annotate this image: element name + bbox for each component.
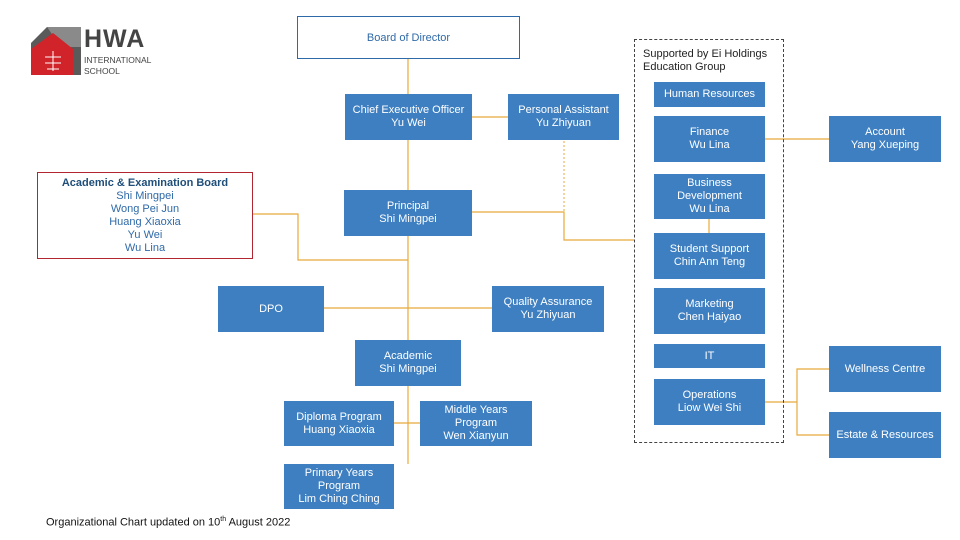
it-label: IT bbox=[704, 349, 715, 362]
exam-board-member: Yu Wei bbox=[127, 228, 163, 241]
principal-support-line bbox=[472, 211, 634, 241]
footer-note: Organizational Chart updated on 10th Aug… bbox=[46, 516, 290, 529]
principal-name: Shi Mingpei bbox=[379, 213, 437, 225]
marketing-name: Chen Haiyao bbox=[677, 311, 742, 323]
academic-box: Academic Shi Mingpei bbox=[355, 340, 461, 386]
pyp-title1: Primary Years bbox=[304, 467, 374, 479]
board-of-director-box: Board of Director bbox=[297, 16, 520, 59]
board-label: Board of Director bbox=[366, 31, 451, 44]
diploma-name: Huang Xiaoxia bbox=[303, 423, 375, 436]
exam-board-member: Wu Lina bbox=[124, 241, 166, 254]
academic-title: Academic bbox=[383, 350, 433, 362]
human-resources-box: Human Resources bbox=[654, 82, 765, 107]
dpo-box: DPO bbox=[218, 286, 324, 332]
ceo-title: Chief Executive Officer bbox=[352, 104, 465, 116]
student-support-name: Chin Ann Teng bbox=[673, 256, 746, 268]
logo-brand: HWA bbox=[84, 25, 146, 53]
personal-assistant-box: Personal Assistant Yu Zhiyuan bbox=[508, 94, 619, 140]
ceo-name: Yu Wei bbox=[391, 117, 426, 129]
it-box: IT bbox=[654, 344, 765, 368]
hr-label: Human Resources bbox=[663, 88, 756, 100]
principal-title: Principal bbox=[386, 200, 430, 212]
middle-years-program-box: Middle Years Program Wen Xianyun bbox=[420, 401, 532, 446]
dpo-label: DPO bbox=[259, 302, 283, 315]
support-group-title: Supported by Ei Holdings Education Group bbox=[643, 48, 767, 74]
qa-name: Yu Zhiyuan bbox=[520, 309, 576, 321]
finance-title: Finance bbox=[689, 126, 730, 138]
wellness-label: Wellness Centre bbox=[844, 362, 926, 375]
support-group-container bbox=[634, 39, 784, 443]
operations-name: Liow Wei Shi bbox=[677, 402, 742, 414]
exam-board-member: Huang Xiaoxia bbox=[109, 215, 181, 228]
pyp-title2: Program bbox=[317, 480, 361, 492]
wellness-centre-box: Wellness Centre bbox=[829, 346, 941, 392]
primary-years-program-box: Primary Years Program Lim Ching Ching bbox=[284, 464, 394, 509]
exam-board-box: Academic & Examination Board Shi Mingpei… bbox=[37, 172, 253, 259]
academic-name: Shi Mingpei bbox=[379, 363, 437, 375]
bizdev-name: Wu Lina bbox=[689, 203, 730, 215]
myp-title1: Middle Years bbox=[444, 404, 508, 416]
myp-name: Wen Xianyun bbox=[443, 430, 509, 442]
exam-board-title: Academic & Examination Board bbox=[61, 176, 229, 189]
student-support-box: Student Support Chin Ann Teng bbox=[654, 233, 765, 279]
estate-label: Estate & Resources bbox=[836, 428, 934, 441]
finance-box: Finance Wu Lina bbox=[654, 116, 765, 162]
operations-box: Operations Liow Wei Shi bbox=[654, 379, 765, 425]
account-title: Account bbox=[865, 126, 905, 138]
myp-title2: Program bbox=[454, 417, 498, 429]
account-box: Account Yang Xueping bbox=[829, 116, 941, 162]
quality-assurance-box: Quality Assurance Yu Zhiyuan bbox=[492, 286, 604, 332]
operations-branch-line bbox=[796, 368, 829, 436]
exam-board-member: Shi Mingpei bbox=[116, 189, 174, 202]
logo-line1: INTERNATIONAL bbox=[84, 55, 152, 65]
marketing-title: Marketing bbox=[685, 298, 734, 310]
qa-title: Quality Assurance bbox=[503, 296, 593, 308]
business-development-box: Business Development Wu Lina bbox=[654, 174, 765, 219]
footer-rest: August 2022 bbox=[226, 516, 291, 529]
footer-text: Organizational Chart updated on 10 bbox=[46, 516, 221, 529]
support-group-line1: Supported by Ei Holdings bbox=[643, 48, 768, 60]
student-support-title: Student Support bbox=[669, 243, 750, 255]
hwa-logo-icon bbox=[31, 27, 81, 75]
ceo-box: Chief Executive Officer Yu Wei bbox=[345, 94, 472, 140]
account-name: Yang Xueping bbox=[850, 139, 920, 151]
logo-line2: SCHOOL bbox=[84, 66, 120, 76]
pa-title: Personal Assistant bbox=[518, 104, 609, 116]
bizdev-title2: Development bbox=[677, 190, 742, 202]
exam-board-member: Wong Pei Jun bbox=[110, 202, 180, 215]
marketing-box: Marketing Chen Haiyao bbox=[654, 288, 765, 334]
bizdev-title1: Business bbox=[687, 177, 732, 189]
pa-name: Yu Zhiyuan bbox=[535, 117, 592, 129]
finance-name: Wu Lina bbox=[689, 139, 730, 151]
principal-box: Principal Shi Mingpei bbox=[344, 190, 472, 236]
estate-resources-box: Estate & Resources bbox=[829, 412, 941, 458]
diploma-program-box: Diploma Program Huang Xiaoxia bbox=[284, 401, 394, 446]
support-group-line2: Education Group bbox=[643, 61, 726, 73]
pyp-name: Lim Ching Ching bbox=[298, 493, 380, 505]
operations-title: Operations bbox=[682, 389, 737, 401]
exam-board-line bbox=[252, 213, 408, 261]
diploma-title: Diploma Program bbox=[296, 410, 382, 423]
footer-sup: th bbox=[220, 516, 227, 523]
